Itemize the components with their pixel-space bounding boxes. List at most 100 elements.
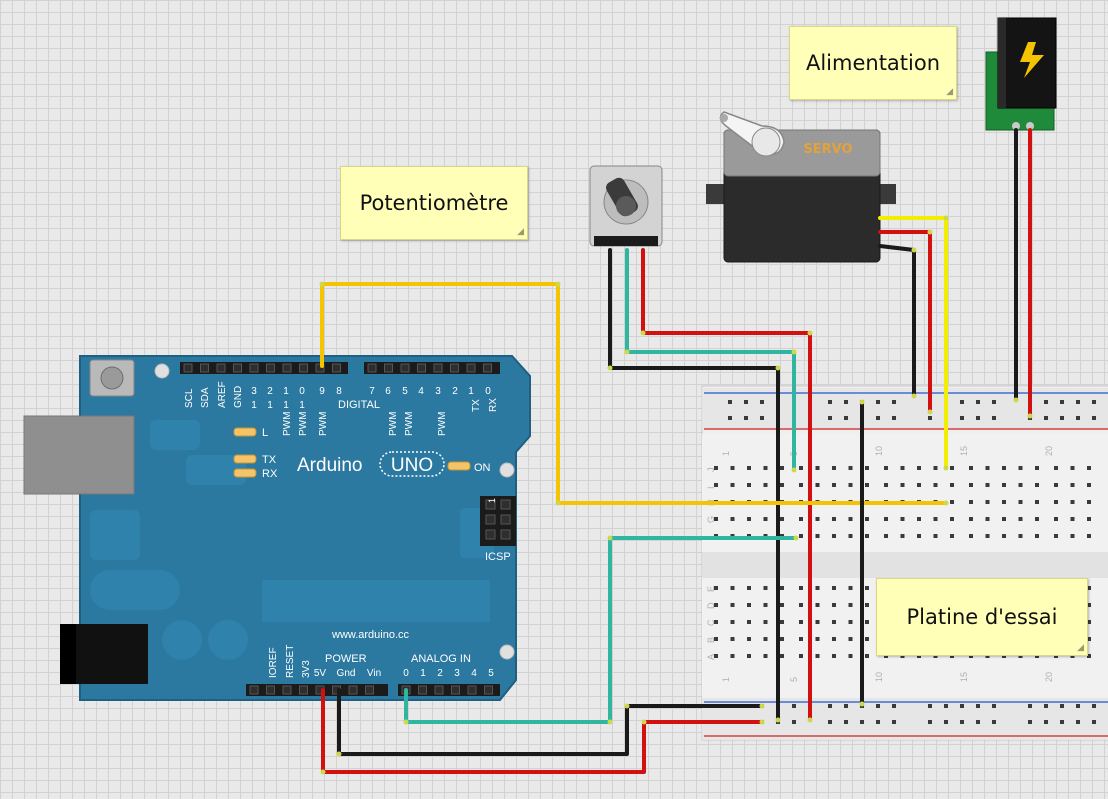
breadboard-hole[interactable] [985, 517, 990, 521]
wire-bendpoint[interactable] [336, 751, 342, 757]
wire-bendpoint[interactable] [759, 703, 765, 709]
breadboard-hole[interactable] [917, 483, 921, 487]
wire-bendpoint[interactable] [859, 701, 865, 707]
rail-hole[interactable] [1028, 704, 1032, 708]
breadboard-hole[interactable] [917, 654, 921, 658]
breadboard-hole[interactable] [832, 603, 836, 607]
wire-bendpoint[interactable] [807, 330, 813, 336]
breadboard-hole[interactable] [917, 517, 921, 521]
header-pin[interactable] [417, 363, 426, 373]
rail-hole[interactable] [844, 400, 848, 404]
breadboard-hole[interactable] [1035, 483, 1039, 487]
rail-hole[interactable] [976, 704, 980, 708]
breadboard-hole[interactable] [714, 654, 718, 658]
wire-bendpoint[interactable] [320, 769, 326, 775]
breadboard-hole[interactable] [780, 483, 784, 487]
breadboard-hole[interactable] [763, 517, 768, 521]
breadboard-hole[interactable] [848, 637, 853, 641]
breadboard-hole[interactable] [1018, 654, 1023, 658]
breadboard-hole[interactable] [969, 534, 973, 538]
breadboard-hole[interactable] [1002, 517, 1006, 521]
header-pin[interactable] [434, 685, 444, 695]
breadboard-hole[interactable] [730, 620, 735, 624]
wire-bendpoint[interactable] [775, 717, 781, 723]
header-pin[interactable] [282, 363, 292, 373]
breadboard-hole[interactable] [799, 654, 803, 658]
rail-hole[interactable] [928, 720, 932, 724]
header-pin[interactable] [450, 363, 459, 373]
breadboard-hole[interactable] [763, 483, 768, 487]
breadboard-hole[interactable] [1002, 654, 1006, 658]
breadboard-hole[interactable] [763, 603, 768, 607]
resize-grip-icon[interactable]: ◢ [1077, 643, 1084, 653]
breadboard-hole[interactable] [848, 603, 853, 607]
breadboard-hole[interactable] [900, 534, 905, 538]
icsp-pin[interactable] [485, 514, 496, 525]
breadboard-hole[interactable] [1087, 603, 1091, 607]
wire-bendpoint[interactable] [607, 719, 613, 725]
breadboard-hole[interactable] [848, 483, 853, 487]
rail-hole[interactable] [1060, 704, 1064, 708]
breadboard-hole[interactable] [950, 654, 954, 658]
rail-hole[interactable] [892, 416, 896, 420]
wire-bendpoint[interactable] [793, 535, 799, 541]
rail-hole[interactable] [728, 416, 732, 420]
rail-hole[interactable] [928, 704, 932, 708]
rail-hole[interactable] [828, 400, 832, 404]
icsp-pin[interactable] [500, 499, 511, 510]
breadboard-hole[interactable] [815, 517, 820, 521]
breadboard-hole[interactable] [780, 654, 784, 658]
rail-hole[interactable] [976, 416, 980, 420]
breadboard-hole[interactable] [1002, 466, 1006, 470]
rail-hole[interactable] [992, 704, 996, 708]
breadboard-hole[interactable] [1070, 500, 1075, 504]
header-pin[interactable] [467, 685, 477, 695]
rail-hole[interactable] [1060, 400, 1064, 404]
header-pin[interactable] [348, 685, 358, 695]
breadboard-hole[interactable] [780, 637, 784, 641]
breadboard-hole[interactable] [969, 517, 973, 521]
breadboard-hole[interactable] [747, 517, 751, 521]
rail-hole[interactable] [976, 720, 980, 724]
breadboard-hole[interactable] [799, 637, 803, 641]
breadboard-hole[interactable] [832, 654, 836, 658]
rail-hole[interactable] [1092, 400, 1096, 404]
breadboard-hole[interactable] [848, 586, 853, 590]
rail-hole[interactable] [792, 720, 796, 724]
breadboard-hole[interactable] [730, 466, 735, 470]
rail-hole[interactable] [844, 704, 848, 708]
rail-hole[interactable] [928, 416, 932, 420]
breadboard-hole[interactable] [763, 586, 768, 590]
wire-bendpoint[interactable] [911, 247, 917, 253]
breadboard-hole[interactable] [1087, 534, 1091, 538]
breadboard-hole[interactable] [884, 483, 888, 487]
icsp-pin[interactable] [500, 514, 511, 525]
wire-bendpoint[interactable] [807, 717, 813, 723]
rail-hole[interactable] [960, 400, 964, 404]
rail-hole[interactable] [960, 416, 964, 420]
rail-hole[interactable] [1044, 704, 1048, 708]
breadboard-hole[interactable] [815, 620, 820, 624]
breadboard-hole[interactable] [799, 466, 803, 470]
breadboard-hole[interactable] [1018, 483, 1023, 487]
header-pin[interactable] [200, 363, 209, 373]
breadboard-hole[interactable] [950, 534, 954, 538]
breadboard-hole[interactable] [848, 517, 853, 521]
resize-grip-icon[interactable]: ◢ [517, 227, 524, 237]
header-pin[interactable] [266, 363, 275, 373]
breadboard-hole[interactable] [747, 483, 751, 487]
breadboard-hole[interactable] [780, 603, 784, 607]
breadboard-hole[interactable] [1070, 517, 1075, 521]
rail-hole[interactable] [1044, 720, 1048, 724]
wire-bendpoint[interactable] [943, 500, 949, 506]
breadboard-hole[interactable] [900, 517, 905, 521]
header-pin[interactable] [233, 363, 242, 373]
rail-hole[interactable] [760, 400, 764, 404]
rail-hole[interactable] [976, 400, 980, 404]
breadboard-hole[interactable] [747, 620, 751, 624]
breadboard-hole[interactable] [865, 637, 869, 641]
header-pin[interactable] [483, 363, 492, 373]
wire-bendpoint[interactable] [759, 719, 765, 725]
breadboard-hole[interactable] [950, 517, 954, 521]
resize-grip-icon[interactable]: ◢ [946, 87, 953, 97]
